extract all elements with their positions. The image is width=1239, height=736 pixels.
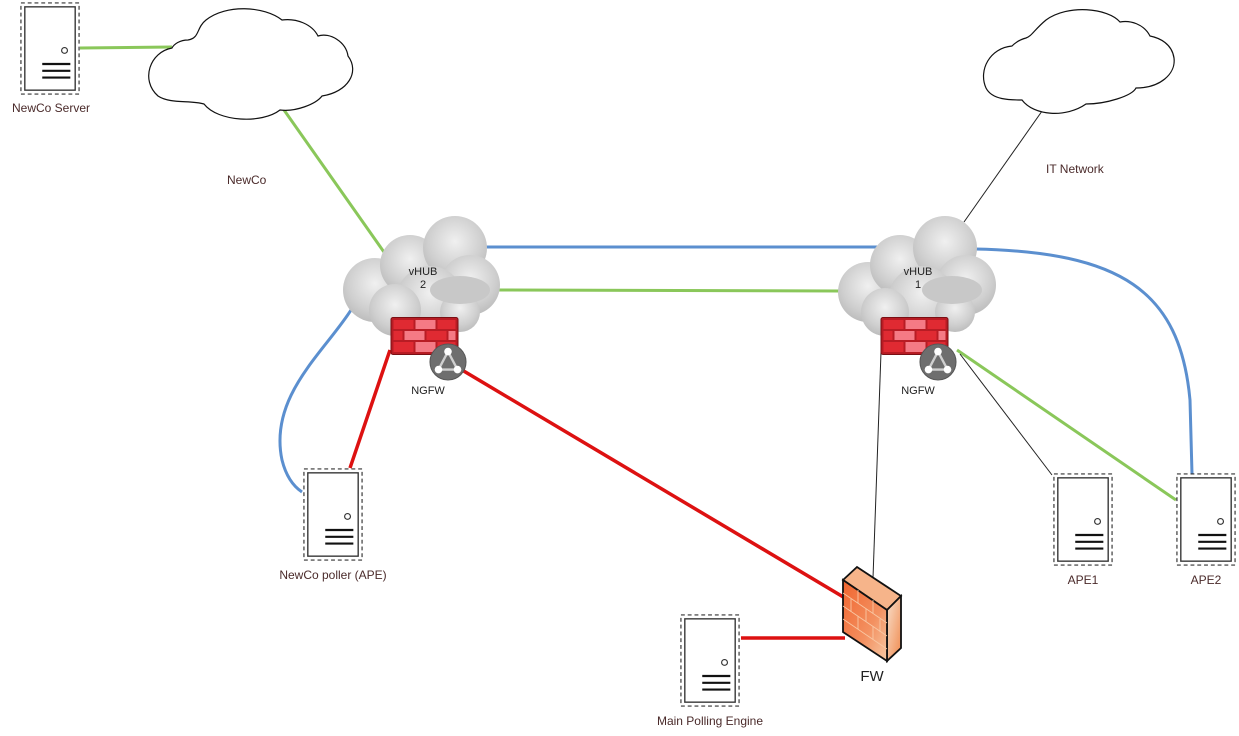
newco-cloud[interactable] [148,8,354,120]
it-cloud-label: IT Network [1046,162,1105,176]
vhub1-label-line1: vHUB [904,266,933,278]
link-newco-server-to-newco-cloud[interactable] [79,45,173,50]
link-fw-to-ngfw1-thin[interactable] [872,351,882,579]
cloud-icon [148,8,354,120]
link-vhub2-to-newco-poller-blue[interactable] [278,277,366,494]
link-ngfw1-to-ape2-green[interactable] [956,348,1177,502]
firewall-icon [841,565,903,664]
vhub1-label-line2: 1 [915,279,921,291]
ngfw-badge-icon [919,343,957,381]
newco-poller-label: NewCo poller (APE) [279,568,386,582]
main-polling-engine[interactable]: Main Polling Engine [657,614,763,728]
link-ngfw2-to-fw-red[interactable] [461,368,846,600]
ape1[interactable]: APE1 [1052,473,1114,587]
link-vhub2-to-vhub1-green[interactable] [491,288,841,293]
ape2[interactable]: APE2 [1175,473,1237,587]
link-it-cloud-to-vhub1-thin[interactable] [963,103,1048,223]
it-cloud[interactable] [982,9,1175,114]
cloud-icon [982,9,1175,114]
vhub2-label-line1: vHUB [409,266,438,278]
link-ngfw1-to-ape1-thin[interactable] [959,353,1053,476]
ape2-label: APE2 [1191,573,1222,587]
server-icon [302,468,364,561]
link-vhub1-to-ape2-blue[interactable] [974,247,1194,475]
server-icon [1052,473,1114,566]
vhub2-ngfw[interactable]: NGFW [390,317,467,398]
newco-poller[interactable]: NewCo poller (APE) [279,468,387,582]
vhub1-ngfw[interactable]: NGFW [880,317,957,398]
vhub2-label-line2: 2 [420,279,426,291]
vhub1-ngfw-label: NGFW [901,385,935,397]
fw[interactable]: FW [841,565,903,685]
main-polling-engine-label: Main Polling Engine [657,714,763,728]
vhub2-ngfw-label: NGFW [411,385,445,397]
newco-server-label: NewCo Server [12,101,90,115]
newco-server[interactable]: NewCo Server [12,2,90,115]
link-ngfw2-to-newco-poller-red[interactable] [348,349,392,469]
link-newco-cloud-to-vhub2[interactable] [282,109,400,273]
ape1-label: APE1 [1068,573,1099,587]
links [79,45,1194,640]
newco-cloud-label: NewCo [227,173,267,187]
fw-label: FW [860,668,884,685]
server-icon [1175,473,1237,566]
server-icon [679,614,741,707]
server-icon [19,2,81,95]
ngfw-badge-icon [429,343,467,381]
